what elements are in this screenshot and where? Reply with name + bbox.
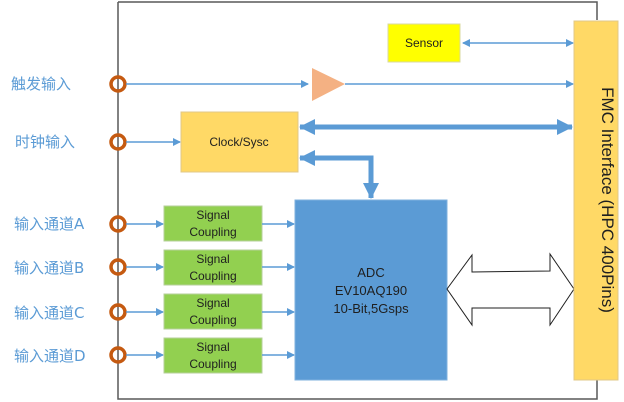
signal-coupling-c-line1: Signal <box>196 296 229 310</box>
adc-label-line1: ADC <box>357 265 384 280</box>
board-frame <box>117 1 598 400</box>
adc-label-line3: 10-Bit,5Gsps <box>333 301 409 316</box>
signal-coupling-d-line2: Coupling <box>189 357 236 371</box>
channel-c-label: 输入通道C <box>14 304 84 322</box>
channel-a: 输入通道A Signal Coupling <box>14 205 295 242</box>
signal-coupling-d <box>163 337 263 374</box>
channel-d-label: 输入通道D <box>14 347 86 365</box>
channel-a-label: 输入通道A <box>14 215 85 233</box>
clock-connector-icon[interactable] <box>109 133 127 151</box>
signal-coupling-c <box>163 293 263 330</box>
signal-coupling-a-line1: Signal <box>196 208 229 222</box>
sensor-block <box>387 23 461 63</box>
channel-c-connector-icon[interactable] <box>109 303 127 321</box>
adc-fmc-data-bus-arrow <box>446 252 575 327</box>
signal-coupling-b-line1: Signal <box>196 252 229 266</box>
clock-input-label: 时钟输入 <box>15 133 75 151</box>
signal-coupling-a <box>163 205 263 242</box>
trigger-connector-icon[interactable] <box>109 75 127 93</box>
channel-d: 输入通道D Signal Coupling <box>14 337 295 374</box>
channel-b-label: 输入通道B <box>14 259 84 277</box>
adc-block <box>294 199 448 381</box>
clock-sync-block <box>180 111 299 173</box>
signal-coupling-c-line2: Coupling <box>189 313 236 327</box>
signal-coupling-b-line2: Coupling <box>189 269 236 283</box>
channel-b: 输入通道B Signal Coupling <box>14 249 295 286</box>
adc-label-line2: EV10AQ190 <box>335 283 407 298</box>
fmc-interface-block <box>573 20 619 381</box>
clock-adc-bus <box>299 150 379 199</box>
sensor-label: Sensor <box>405 36 443 50</box>
amplifier-icon <box>312 68 345 101</box>
fmc-interface-label: FMC Interface (HPC 400Pins) <box>598 87 617 313</box>
channel-a-connector-icon[interactable] <box>109 215 127 233</box>
signal-coupling-b <box>163 249 263 286</box>
clock-sync-label: Clock/Sysc <box>209 135 268 149</box>
channel-d-connector-icon[interactable] <box>109 346 127 364</box>
trigger-input-label: 触发输入 <box>11 75 71 93</box>
signal-coupling-a-line2: Coupling <box>189 225 236 239</box>
channel-b-connector-icon[interactable] <box>109 258 127 276</box>
channel-c: 输入通道C Signal Coupling <box>14 293 295 330</box>
signal-coupling-d-line1: Signal <box>196 340 229 354</box>
